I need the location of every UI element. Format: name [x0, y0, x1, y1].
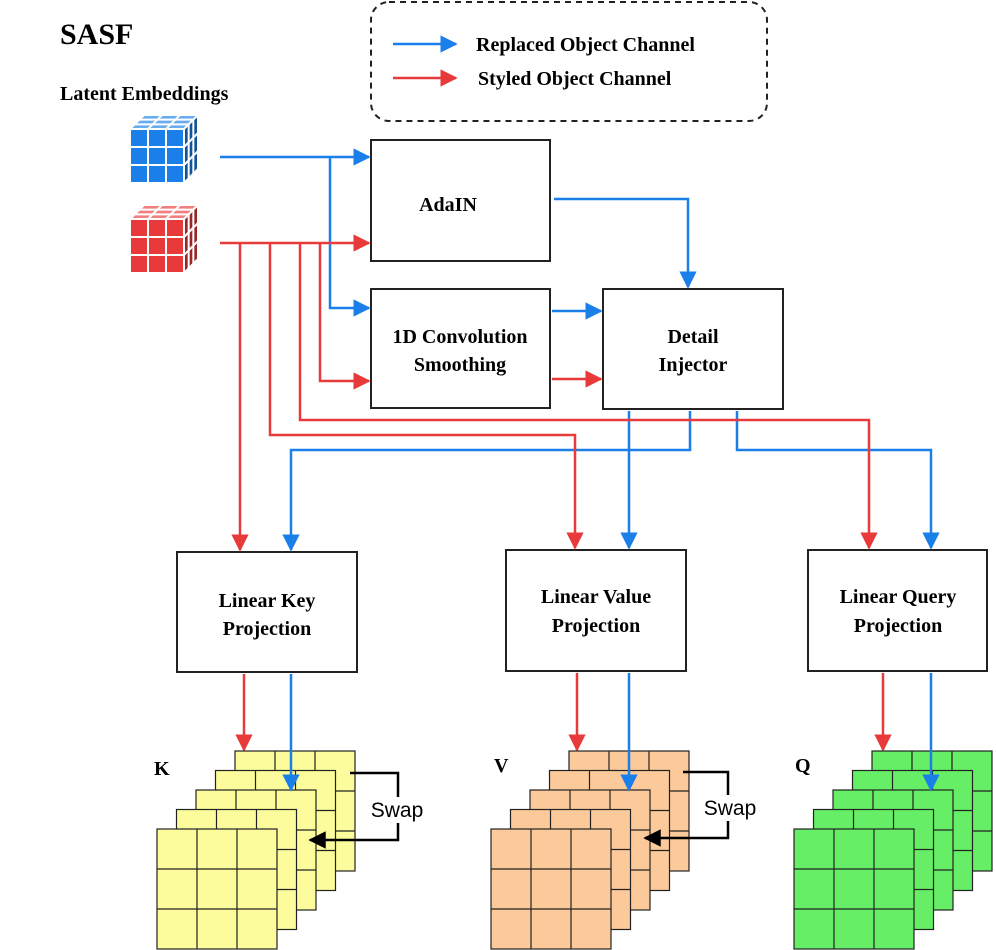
adain-to-injector-arrow [554, 197, 697, 289]
red-to-conv-arrow [318, 243, 371, 390]
linear-query-label-line2: Projection [854, 615, 943, 637]
red-to-query-arrow [298, 243, 878, 550]
linear-key-label-line2: Projection [223, 618, 312, 640]
red-to-value-arrow [268, 243, 584, 550]
detail-injector-label-line2: Injector [659, 354, 728, 376]
injector-to-key-arrow [282, 411, 692, 552]
latent-embeddings-label: Latent Embeddings [60, 83, 229, 105]
v-swap: Swap [643, 770, 759, 847]
k-matrix-layer-5 [156, 828, 278, 950]
v-matrix-stack [490, 750, 690, 950]
linear-query-box: Linear Query Projection [807, 549, 988, 672]
k-swap: Swap [308, 771, 426, 849]
conv-smoothing-box: 1D Convolution Smoothing [370, 288, 551, 409]
adain-label: AdaIN [419, 194, 477, 216]
replaced-cube-front-face [129, 128, 185, 184]
linear-value-label-line1: Linear Value [541, 586, 651, 608]
v-swap-label-bg [697, 795, 759, 821]
adain-box: AdaIN [370, 139, 551, 262]
linear-key-box: Linear Key Projection [176, 551, 358, 673]
styled-embedding-cube-icon [127, 202, 201, 276]
blue-to-conv-arrow [328, 157, 371, 317]
legend-border [370, 1, 768, 122]
diagram-title: SASF [60, 18, 133, 51]
q-matrix-layer-5 [793, 828, 915, 950]
conv-smoothing-label-line1: 1D Convolution [392, 326, 527, 348]
linear-value-label-line2: Projection [552, 615, 641, 637]
replaced-channel-connectors [220, 148, 940, 552]
v-matrix-layer-5 [490, 828, 612, 950]
q-matrix-stack [793, 750, 993, 950]
v-label: V [494, 755, 509, 777]
legend: Replaced Object Channel Styled Object Ch… [370, 1, 768, 122]
detail-injector-box: Detail Injector [602, 288, 784, 410]
k-matrix-stack [156, 750, 356, 950]
k-swap-label-bg [364, 797, 426, 823]
linear-value-box: Linear Value Projection [505, 549, 687, 672]
k-swap-label: Swap [371, 799, 424, 822]
replaced-channel-legend-label: Replaced Object Channel [476, 34, 695, 56]
styled-cube-front-face [129, 218, 185, 274]
q-label: Q [795, 755, 811, 777]
injector-to-query-arrow [735, 411, 940, 550]
k-label: K [154, 758, 170, 780]
detail-injector-label-line1: Detail [667, 326, 719, 348]
replaced-embedding-cube-icon [127, 112, 201, 186]
conv-smoothing-label-line2: Smoothing [414, 354, 506, 376]
styled-channel-connectors [220, 234, 892, 752]
linear-key-label-line1: Linear Key [219, 590, 316, 612]
v-swap-label: Swap [704, 797, 757, 820]
styled-channel-legend-label: Styled Object Channel [478, 68, 672, 90]
linear-query-label-line1: Linear Query [840, 586, 957, 608]
